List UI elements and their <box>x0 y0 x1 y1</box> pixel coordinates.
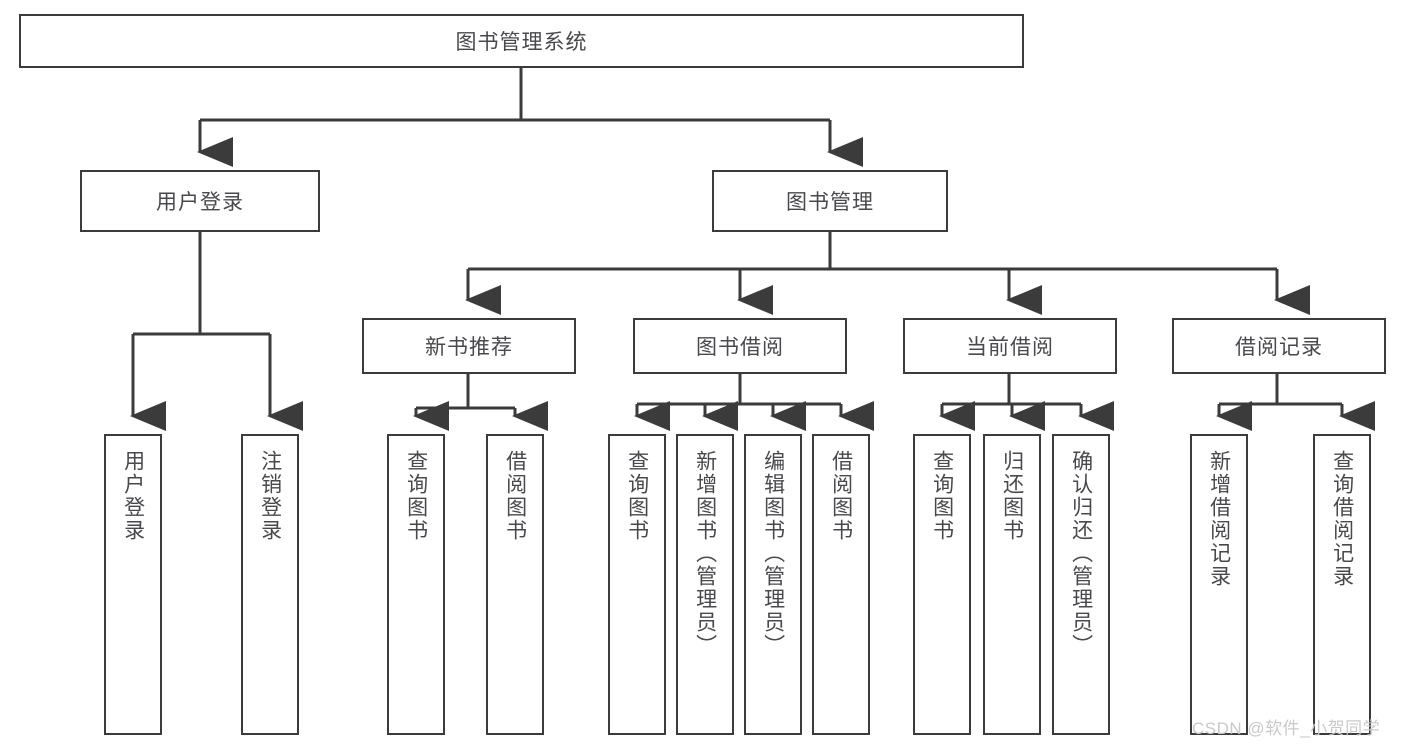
leaf-add-book-admin[interactable]: 新增图书（管理员） <box>676 434 734 735</box>
leaf-query-borrow-record-label: 查询借阅记录 <box>1330 450 1354 588</box>
csdn-watermark: CSDN @软件_小贺同学 <box>1192 719 1381 738</box>
leaf-confirm-return-admin[interactable]: 确认归还（管理员） <box>1052 434 1110 735</box>
leaf-logout-label: 注销登录 <box>258 450 282 542</box>
leaf-add-book-admin-label: 新增图书（管理员） <box>693 450 717 657</box>
leaf-query-borrow-record[interactable]: 查询借阅记录 <box>1313 434 1371 735</box>
node-root[interactable]: 图书管理系统 <box>19 14 1024 68</box>
leaf-add-borrow-record[interactable]: 新增借阅记录 <box>1190 434 1248 735</box>
leaf-logout[interactable]: 注销登录 <box>241 434 299 735</box>
leaf-query-book-newbook[interactable]: 查询图书 <box>387 434 445 735</box>
node-borrow-records[interactable]: 借阅记录 <box>1172 318 1386 374</box>
leaf-query-book-current[interactable]: 查询图书 <box>913 434 971 735</box>
node-book-management-label: 图书管理 <box>786 191 874 214</box>
node-new-book-recommend[interactable]: 新书推荐 <box>362 318 576 374</box>
leaf-return-book-label: 归还图书 <box>1000 450 1024 542</box>
leaf-borrow-book[interactable]: 借阅图书 <box>812 434 870 735</box>
node-user-login-label: 用户登录 <box>156 191 244 214</box>
leaf-add-borrow-record-label: 新增借阅记录 <box>1207 450 1231 588</box>
node-current-borrow-label: 当前借阅 <box>966 336 1054 359</box>
node-user-login[interactable]: 用户登录 <box>80 170 320 232</box>
leaf-query-book-newbook-label: 查询图书 <box>404 450 428 542</box>
leaf-edit-book-admin-label: 编辑图书（管理员） <box>761 450 785 657</box>
node-current-borrow[interactable]: 当前借阅 <box>903 318 1117 374</box>
leaf-borrow-book-newbook[interactable]: 借阅图书 <box>486 434 544 735</box>
leaf-query-book-borrow-label: 查询图书 <box>625 450 649 542</box>
leaf-query-book-current-label: 查询图书 <box>930 450 954 542</box>
node-root-label: 图书管理系统 <box>455 31 588 54</box>
node-borrow-records-label: 借阅记录 <box>1235 336 1323 359</box>
node-book-borrow[interactable]: 图书借阅 <box>633 318 847 374</box>
leaf-confirm-return-admin-label: 确认归还（管理员） <box>1069 450 1093 657</box>
leaf-return-book[interactable]: 归还图书 <box>983 434 1041 735</box>
leaf-borrow-book-label: 借阅图书 <box>829 450 853 542</box>
leaf-user-login[interactable]: 用户登录 <box>104 434 162 735</box>
leaf-user-login-label: 用户登录 <box>121 450 145 542</box>
leaf-borrow-book-newbook-label: 借阅图书 <box>503 450 527 542</box>
node-book-borrow-label: 图书借阅 <box>696 336 784 359</box>
leaf-query-book-borrow[interactable]: 查询图书 <box>608 434 666 735</box>
node-new-book-recommend-label: 新书推荐 <box>425 336 513 359</box>
leaf-edit-book-admin[interactable]: 编辑图书（管理员） <box>744 434 802 735</box>
node-book-management[interactable]: 图书管理 <box>712 170 948 232</box>
